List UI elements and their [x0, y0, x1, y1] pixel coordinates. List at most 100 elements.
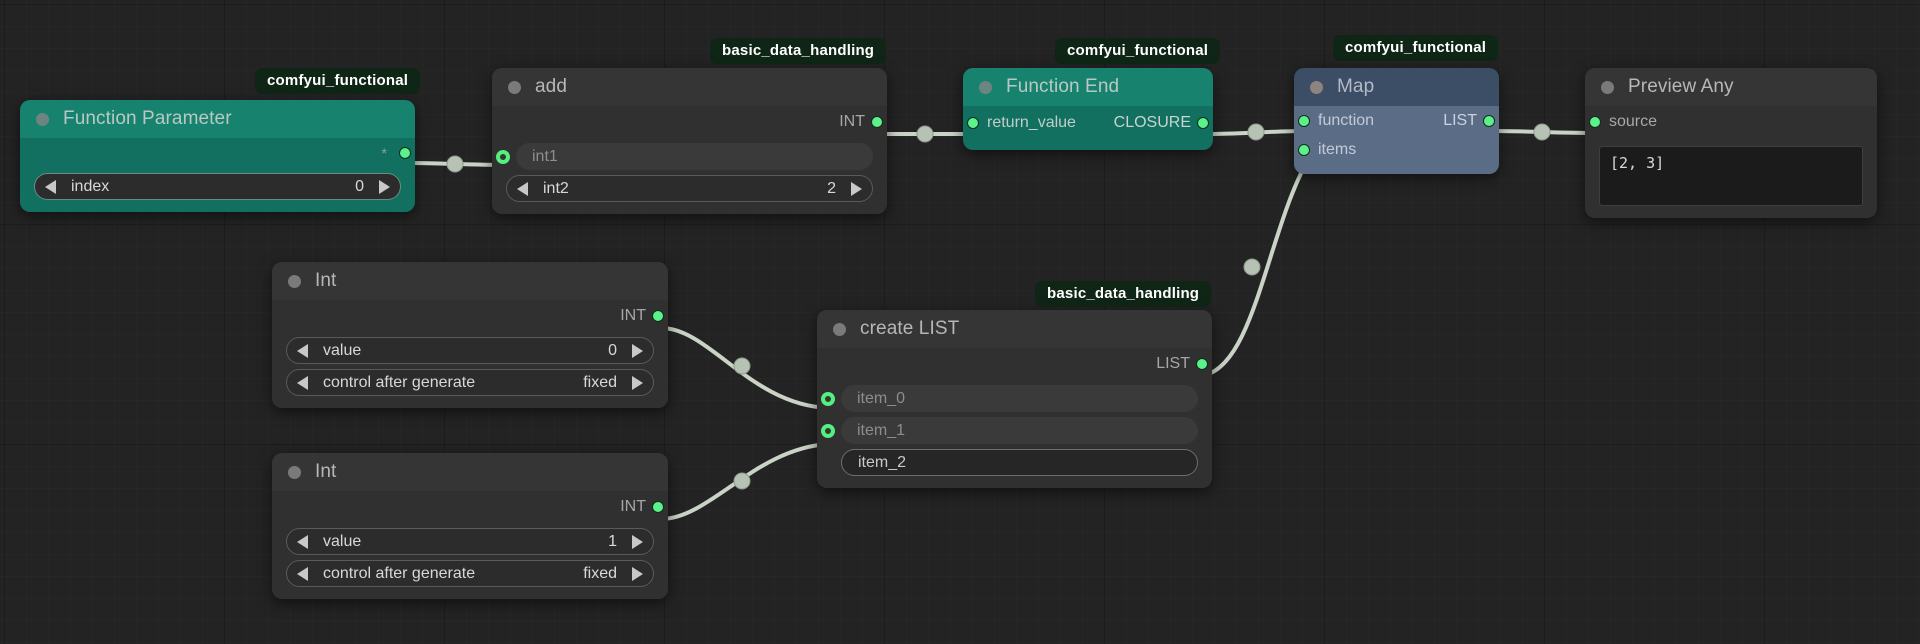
node-title-bar[interactable]: Function End [963, 68, 1213, 106]
widget-value-text[interactable]: fixed [583, 373, 617, 391]
node-body: INT value 1 control after generate fixed [272, 491, 668, 599]
input-socket-source[interactable] [1589, 116, 1601, 128]
node-title-bar[interactable]: Preview Any [1585, 68, 1877, 106]
input-label-return-value: return_value [987, 114, 1076, 131]
slot-row-source[interactable]: source [1585, 106, 1877, 138]
output-type-label: LIST [1156, 355, 1190, 372]
collapse-dot-icon[interactable] [508, 80, 521, 94]
link-midpoint-dot [733, 357, 751, 375]
node-int-a[interactable]: Int INT value 0 control after generate f… [272, 262, 668, 408]
output-slot-int[interactable]: INT [492, 106, 887, 138]
next-option-arrow-icon[interactable] [632, 375, 643, 390]
node-map[interactable]: Map function LIST items [1294, 68, 1499, 174]
output-socket-int[interactable] [871, 116, 883, 128]
input-socket-item-1[interactable] [821, 423, 835, 438]
input-slot-item-0[interactable]: item_0 [821, 385, 1198, 412]
node-title-text: Int [315, 461, 337, 482]
package-badge-add: basic_data_handling [710, 38, 887, 64]
decrement-arrow-icon[interactable] [517, 181, 528, 196]
node-title-bar[interactable]: create LIST [817, 310, 1212, 348]
input-socket-return-value[interactable] [967, 117, 979, 129]
decrement-arrow-icon[interactable] [297, 343, 308, 358]
node-title-bar[interactable]: Map [1294, 68, 1499, 106]
link-intb-to-item1 [659, 442, 831, 521]
input-label-function: function [1318, 112, 1375, 129]
link-map-to-preview [1490, 129, 1600, 135]
node-title-bar[interactable]: add [492, 68, 887, 106]
link-midpoint-dot [446, 155, 464, 173]
slot-row-items[interactable]: items [1294, 136, 1499, 164]
input-socket-function[interactable] [1298, 115, 1310, 127]
node-int-b[interactable]: Int INT value 1 control after generate f… [272, 453, 668, 599]
input-slot-int1[interactable]: int1 [496, 143, 873, 170]
previous-option-arrow-icon[interactable] [297, 375, 308, 390]
node-title-bar[interactable]: Function Parameter [20, 100, 415, 138]
decrement-arrow-icon[interactable] [297, 534, 308, 549]
node-title-bar[interactable]: Int [272, 453, 668, 491]
widget-control-after-generate[interactable]: control after generate fixed [286, 369, 654, 396]
widget-int2[interactable]: int2 2 [506, 175, 873, 202]
collapse-dot-icon[interactable] [833, 322, 846, 336]
widget-value[interactable]: 0 [355, 177, 364, 195]
node-title-text: Preview Any [1628, 76, 1734, 97]
node-preview-any[interactable]: Preview Any source [2, 3] [1585, 68, 1877, 218]
widget-value[interactable]: value 0 [286, 337, 654, 364]
output-type-label: INT [620, 307, 646, 324]
collapse-dot-icon[interactable] [288, 274, 301, 288]
widget-control-after-generate[interactable]: control after generate fixed [286, 560, 654, 587]
increment-arrow-icon[interactable] [632, 534, 643, 549]
increment-arrow-icon[interactable] [632, 343, 643, 358]
output-socket-int[interactable] [652, 310, 664, 322]
widget-value-text[interactable]: 0 [608, 341, 617, 359]
link-list-to-map [1203, 158, 1310, 377]
slot-row-return-value[interactable]: return_value CLOSURE [963, 106, 1213, 140]
widget-value[interactable]: 2 [827, 179, 836, 197]
output-type-label: INT [620, 498, 646, 515]
node-function-parameter[interactable]: Function Parameter * index 0 [20, 100, 415, 212]
collapse-dot-icon[interactable] [979, 80, 992, 94]
collapse-dot-icon[interactable] [1310, 80, 1323, 94]
widget-index[interactable]: index 0 [34, 173, 401, 200]
widget-item-2[interactable]: item_2 [841, 449, 1198, 476]
increment-arrow-icon[interactable] [379, 179, 390, 194]
node-create-list[interactable]: create LIST LIST item_0 item_1 item_2 [817, 310, 1212, 488]
output-slot-list[interactable]: LIST [817, 348, 1212, 380]
collapse-dot-icon[interactable] [288, 465, 301, 479]
output-socket-any[interactable] [399, 147, 411, 159]
widget-label: control after generate [323, 373, 476, 391]
widget-value-text[interactable]: 1 [608, 532, 617, 550]
widget-label: item_2 [858, 453, 907, 471]
input-socket-items[interactable] [1298, 144, 1310, 156]
collapse-dot-icon[interactable] [36, 112, 49, 126]
package-badge-function-end: comfyui_functional [1055, 38, 1221, 64]
output-socket-int[interactable] [652, 501, 664, 513]
next-option-arrow-icon[interactable] [632, 566, 643, 581]
input-socket-item-0[interactable] [821, 391, 835, 406]
input-socket-int1[interactable] [496, 149, 510, 164]
node-add[interactable]: add INT int1 int2 2 [492, 68, 887, 214]
node-title-bar[interactable]: Int [272, 262, 668, 300]
link-midpoint-dot [1533, 123, 1551, 141]
node-function-end[interactable]: Function End return_value CLOSURE [963, 68, 1213, 150]
output-type-label-list: LIST [1443, 112, 1477, 129]
output-socket-closure[interactable] [1197, 117, 1209, 129]
output-slot-any[interactable]: * [20, 138, 415, 168]
node-body: INT value 0 control after generate fixed [272, 300, 668, 408]
link-inta-to-item0 [659, 326, 831, 410]
previous-option-arrow-icon[interactable] [297, 566, 308, 581]
any-type-icon: * [381, 145, 387, 161]
increment-arrow-icon[interactable] [851, 181, 862, 196]
output-slot-int[interactable]: INT [272, 300, 668, 332]
widget-value-text[interactable]: fixed [583, 564, 617, 582]
collapse-dot-icon[interactable] [1601, 80, 1614, 94]
output-slot-int[interactable]: INT [272, 491, 668, 523]
output-socket-list[interactable] [1483, 115, 1495, 127]
decrement-arrow-icon[interactable] [45, 179, 56, 194]
slot-row-function[interactable]: function LIST [1294, 106, 1499, 136]
input-slot-item-1[interactable]: item_1 [821, 417, 1198, 444]
link-midpoint-dot [1243, 258, 1261, 276]
widget-label: value [323, 532, 362, 550]
widget-value[interactable]: value 1 [286, 528, 654, 555]
output-socket-list[interactable] [1196, 358, 1208, 370]
